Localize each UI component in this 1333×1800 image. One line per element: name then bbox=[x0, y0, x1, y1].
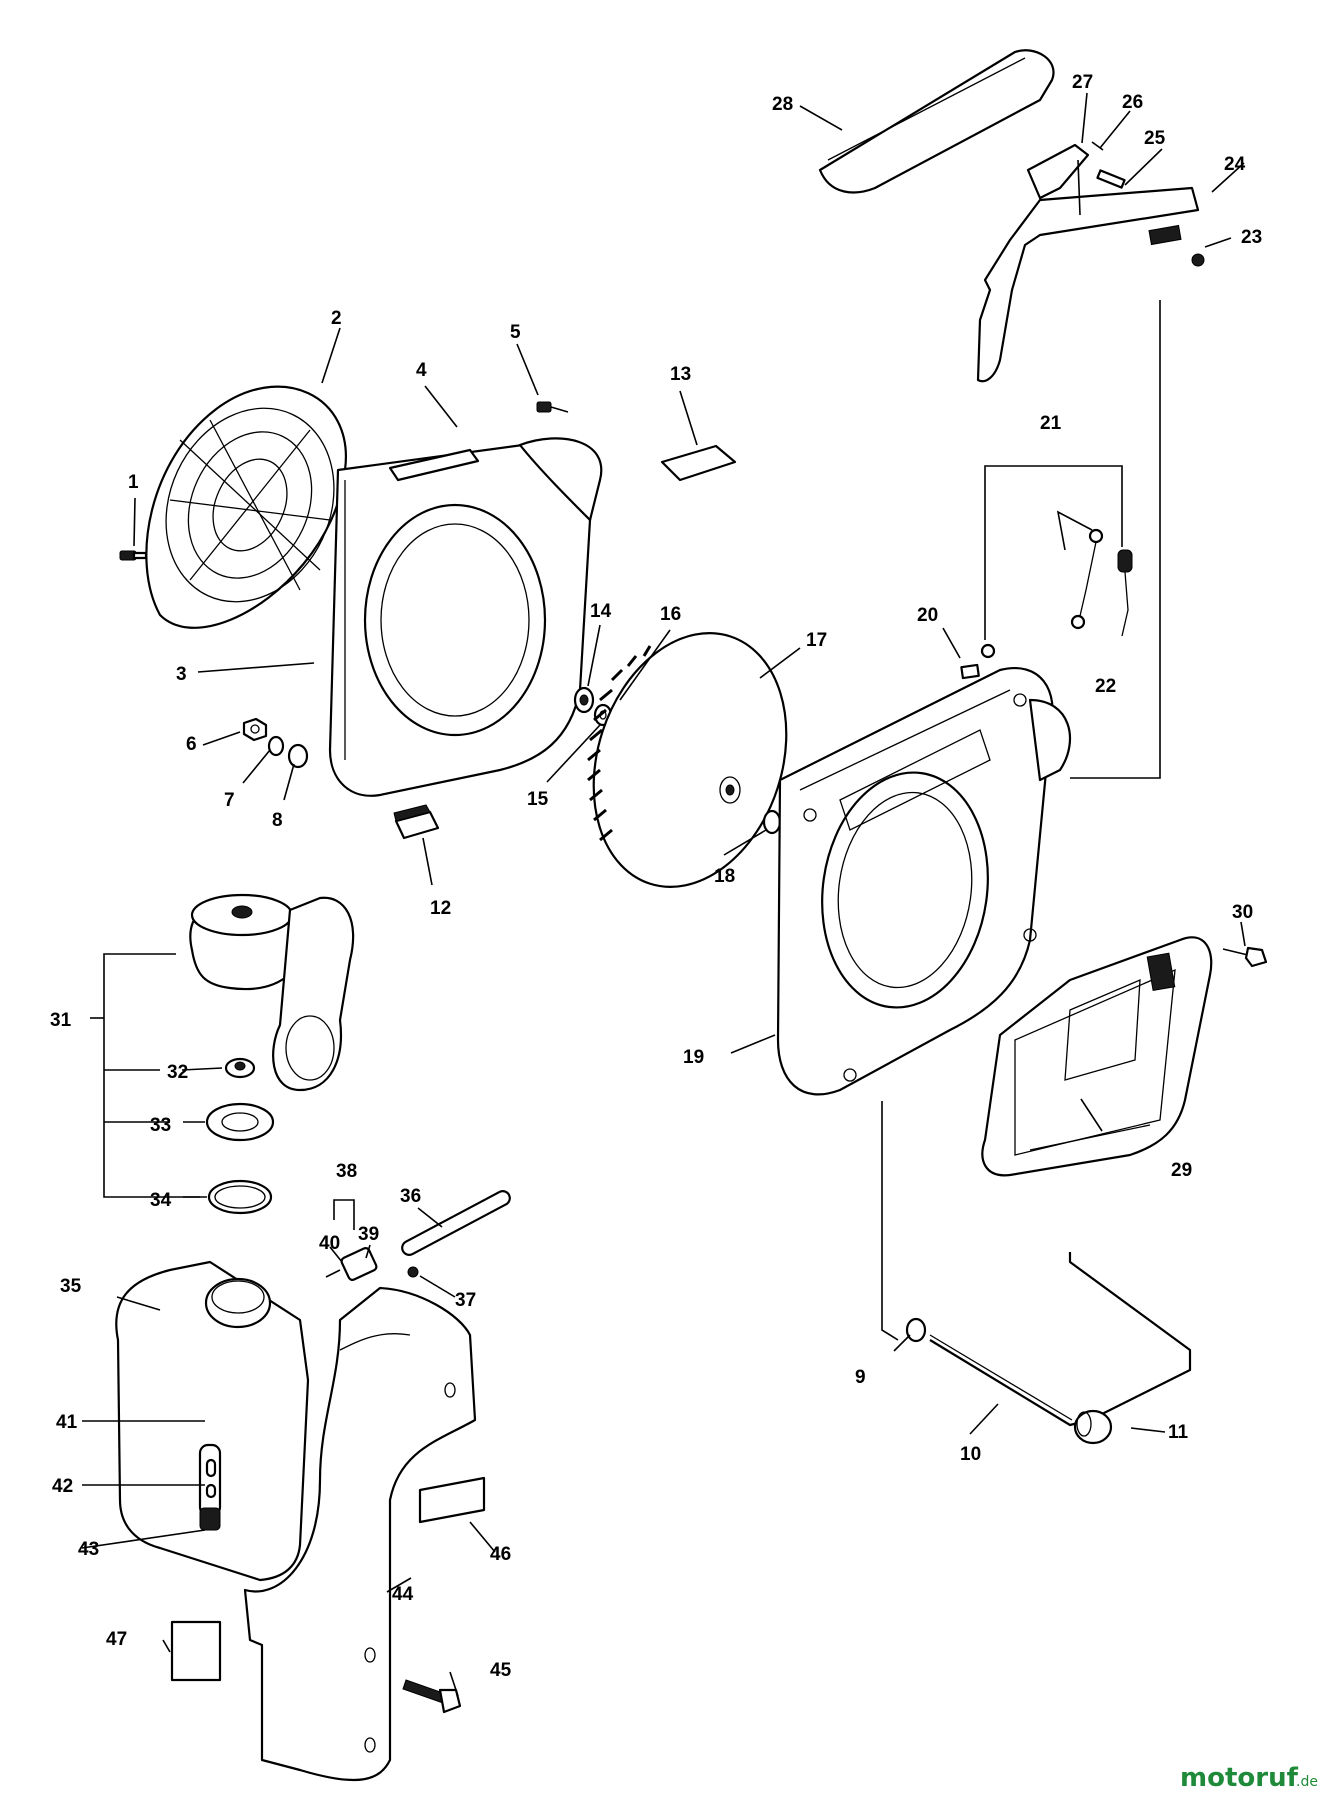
part-36-hose bbox=[401, 1190, 511, 1256]
callout-5: 5 bbox=[510, 322, 521, 343]
callout-21: 21 bbox=[1040, 413, 1062, 434]
part-21-washer bbox=[980, 643, 996, 659]
callout-28: 28 bbox=[772, 94, 793, 115]
callout-38: 38 bbox=[336, 1161, 357, 1182]
part-46-label bbox=[418, 1476, 486, 1524]
callout-36: 36 bbox=[400, 1186, 421, 1207]
callout-25: 25 bbox=[1144, 128, 1166, 149]
callout-24: 24 bbox=[1224, 154, 1246, 175]
callout-43: 43 bbox=[78, 1539, 99, 1560]
callout-labels: 1 2 3 4 5 6 7 8 9 10 11 12 13 14 15 16 1… bbox=[50, 72, 1262, 1681]
part-44-shroud bbox=[243, 1286, 477, 1782]
part-37-plug bbox=[407, 1266, 419, 1278]
part-35-fuel-tank bbox=[115, 1260, 310, 1582]
callout-23: 23 bbox=[1241, 227, 1262, 248]
part-20-label bbox=[960, 663, 980, 680]
part-19-backplate bbox=[776, 667, 1072, 1096]
part-17-fan-wheel bbox=[587, 632, 788, 888]
watermark-logo: motoruf .de bbox=[1180, 1763, 1318, 1793]
part-28-handle bbox=[818, 49, 1055, 194]
callout-18: 18 bbox=[714, 866, 735, 887]
callout-39: 39 bbox=[358, 1224, 379, 1245]
part-12-pad bbox=[393, 804, 440, 840]
part-5-screw bbox=[536, 401, 569, 413]
callout-6: 6 bbox=[186, 734, 197, 755]
callout-11: 11 bbox=[1168, 1422, 1189, 1443]
part-8-washer bbox=[287, 743, 309, 769]
callout-1: 1 bbox=[128, 472, 139, 493]
callout-3: 3 bbox=[176, 664, 187, 685]
part-14-nut bbox=[573, 686, 595, 714]
part-2-intake-screen bbox=[145, 385, 347, 629]
callout-31: 31 bbox=[50, 1010, 72, 1031]
part-26-spring bbox=[1091, 141, 1104, 151]
callout-30: 30 bbox=[1232, 902, 1253, 923]
part-1-screw bbox=[119, 550, 148, 561]
part-29-cover bbox=[981, 936, 1213, 1177]
part-32-vent bbox=[224, 1057, 256, 1079]
callout-4: 4 bbox=[416, 360, 427, 381]
callout-17: 17 bbox=[806, 630, 827, 651]
watermark-tld: .de bbox=[1296, 1774, 1318, 1790]
callout-42: 42 bbox=[52, 1476, 73, 1497]
callout-32: 32 bbox=[167, 1062, 188, 1083]
part-4-strip bbox=[388, 448, 480, 482]
part-18-washer bbox=[762, 809, 782, 835]
callout-44: 44 bbox=[392, 1584, 414, 1605]
part-25-pin bbox=[1096, 169, 1126, 189]
callout-16: 16 bbox=[660, 604, 681, 625]
callout-29: 29 bbox=[1171, 1160, 1192, 1181]
callout-14: 14 bbox=[590, 601, 612, 622]
part-47-label bbox=[170, 1620, 222, 1682]
callout-47: 47 bbox=[106, 1629, 127, 1650]
callout-27: 27 bbox=[1072, 72, 1093, 93]
part-45-bolt bbox=[402, 1679, 462, 1714]
part-7-washer bbox=[267, 735, 285, 757]
callout-41: 41 bbox=[56, 1412, 78, 1433]
part-39-filter bbox=[325, 1247, 378, 1281]
callout-10: 10 bbox=[960, 1444, 981, 1465]
callout-22: 22 bbox=[1095, 676, 1116, 697]
callout-26: 26 bbox=[1122, 92, 1143, 113]
part-24-bracket bbox=[976, 186, 1200, 383]
part-30-bolt bbox=[1222, 946, 1268, 968]
callout-8: 8 bbox=[272, 810, 283, 831]
part-22-wire bbox=[1070, 528, 1133, 637]
leader-lines bbox=[81, 92, 1246, 1697]
watermark-brand: motoruf bbox=[1180, 1763, 1299, 1793]
part-23-screw bbox=[1191, 253, 1205, 267]
part-3-fan-housing bbox=[328, 437, 603, 797]
callout-35: 35 bbox=[60, 1276, 82, 1297]
callout-2: 2 bbox=[331, 308, 342, 329]
callout-46: 46 bbox=[490, 1544, 511, 1565]
part-27-clip bbox=[1026, 143, 1090, 216]
part-11-bushing bbox=[1073, 1409, 1113, 1445]
part-13-label bbox=[660, 444, 737, 482]
callout-20: 20 bbox=[917, 605, 938, 626]
callout-45: 45 bbox=[490, 1660, 512, 1681]
callout-12: 12 bbox=[430, 898, 451, 919]
callout-33: 33 bbox=[150, 1115, 171, 1136]
callout-7: 7 bbox=[224, 790, 235, 811]
callout-19: 19 bbox=[683, 1047, 704, 1068]
part-33-gasket bbox=[205, 1102, 275, 1142]
part-34-seal bbox=[207, 1179, 273, 1215]
callout-15: 15 bbox=[527, 789, 549, 810]
callout-40: 40 bbox=[319, 1233, 340, 1254]
callout-34: 34 bbox=[150, 1190, 172, 1211]
callout-37: 37 bbox=[455, 1290, 476, 1311]
part-6-nut bbox=[242, 717, 268, 742]
part-31-fuel-cap bbox=[189, 893, 355, 1092]
callout-9: 9 bbox=[855, 1367, 866, 1388]
callout-13: 13 bbox=[670, 364, 691, 385]
part-10-rod bbox=[929, 1252, 1192, 1427]
part-9-washer bbox=[905, 1317, 927, 1343]
